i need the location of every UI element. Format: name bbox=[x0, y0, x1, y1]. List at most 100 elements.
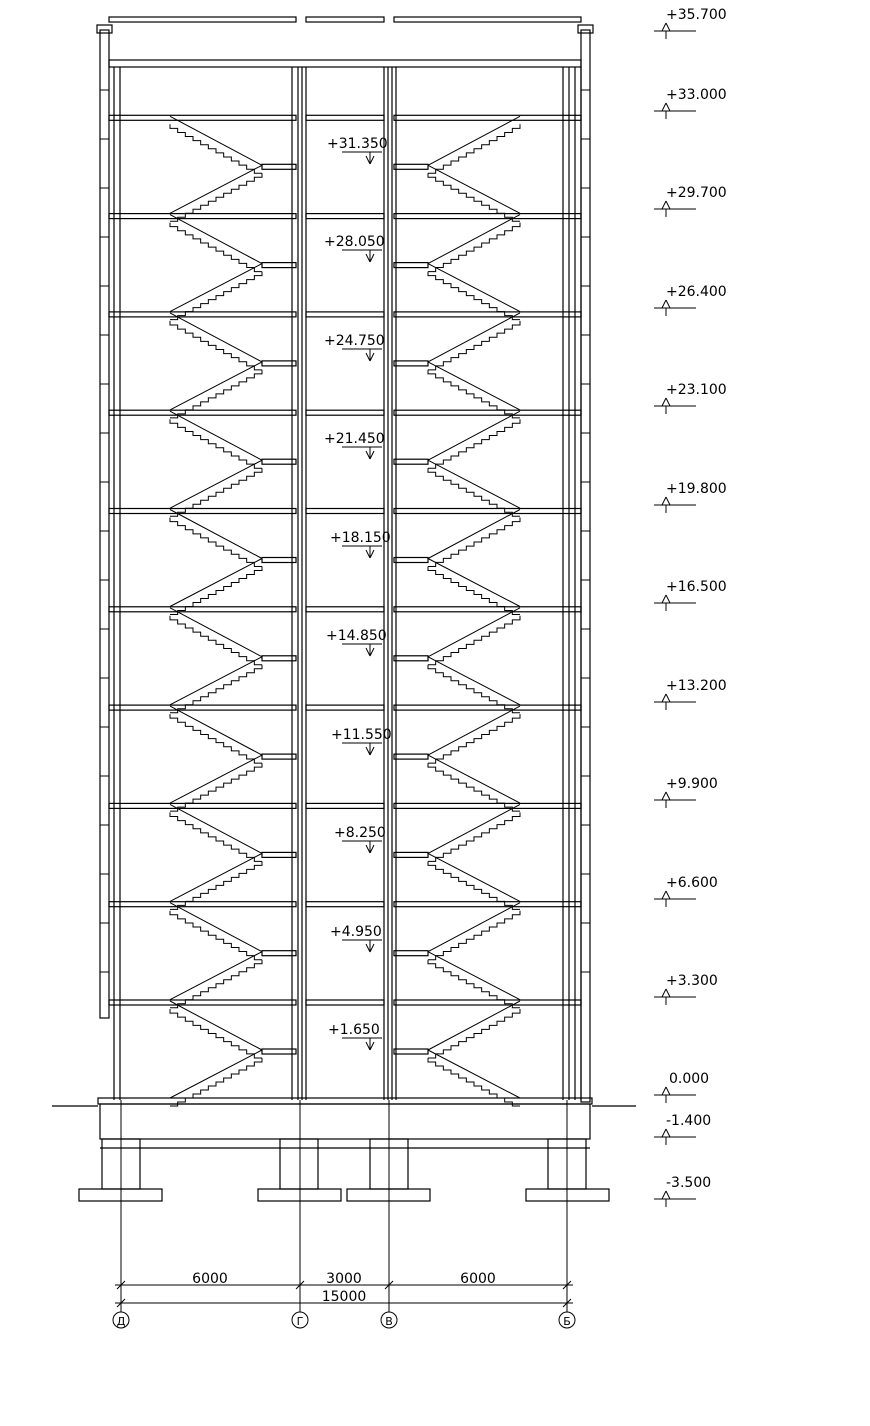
stair-steps bbox=[169, 615, 262, 666]
dimension-tick bbox=[562, 1280, 572, 1290]
level-mark: +6.600 bbox=[666, 875, 718, 891]
level-mark-symbol bbox=[654, 200, 696, 217]
mark-tick bbox=[665, 890, 671, 900]
mark-tick bbox=[665, 102, 671, 112]
landing bbox=[261, 163, 297, 170]
stair-steps bbox=[427, 861, 520, 910]
mark-tick bbox=[369, 746, 375, 756]
shaft-mark-symbol bbox=[342, 1037, 382, 1051]
mark-tick bbox=[665, 1086, 671, 1096]
level-mark-symbol bbox=[654, 988, 696, 1005]
stair-flight bbox=[427, 754, 521, 812]
shaft-level-mark: +31.350 bbox=[327, 136, 388, 152]
stair-steps bbox=[170, 959, 263, 1009]
stair-stringer bbox=[169, 852, 263, 902]
shaft-slab bbox=[305, 311, 385, 318]
stair-stringer bbox=[169, 656, 263, 706]
floor-slab bbox=[393, 114, 582, 121]
stair-flight bbox=[427, 164, 521, 222]
mark-tick bbox=[665, 594, 671, 604]
mark-tick bbox=[661, 594, 667, 604]
shaft-level-label: +4.950 bbox=[330, 924, 382, 940]
stair-stringer bbox=[169, 902, 263, 953]
mark-tick bbox=[665, 22, 671, 32]
stair-steps bbox=[169, 124, 262, 174]
mark-tick bbox=[369, 450, 375, 460]
dimension-span-2: 3000 bbox=[326, 1271, 362, 1287]
landing bbox=[261, 753, 297, 760]
mark-tick bbox=[365, 647, 371, 657]
stair-stringer bbox=[169, 115, 263, 166]
stair-stringer bbox=[169, 214, 263, 265]
level-mark-label: +33.000 bbox=[666, 87, 727, 103]
shaft-level-mark: +18.150 bbox=[330, 530, 391, 546]
stair-steps bbox=[427, 468, 520, 517]
mark-tick bbox=[365, 155, 371, 165]
shaft-slab bbox=[305, 409, 385, 416]
level-mark-label: +26.400 bbox=[666, 284, 727, 300]
floor-slab bbox=[393, 999, 582, 1006]
shaft-level-label: +1.650 bbox=[328, 1022, 380, 1038]
stair-stringer bbox=[427, 410, 521, 461]
stair-steps bbox=[169, 812, 262, 862]
mark-tick bbox=[661, 1190, 667, 1200]
shaft-slab bbox=[305, 606, 385, 613]
mark-tick bbox=[665, 200, 671, 210]
level-mark-symbol bbox=[654, 791, 696, 808]
stair-stringer bbox=[427, 705, 521, 756]
level-mark: +13.200 bbox=[666, 678, 727, 694]
parapet-cap-left bbox=[96, 24, 113, 34]
stair-steps bbox=[428, 812, 521, 862]
stair-flight bbox=[427, 852, 521, 910]
shaft-level-label: +28.050 bbox=[324, 234, 385, 250]
stair-stringer bbox=[427, 164, 521, 214]
stair-stringer bbox=[169, 607, 263, 658]
level-mark-symbol bbox=[654, 1128, 696, 1145]
stair-steps bbox=[427, 566, 520, 615]
mark-tick bbox=[369, 253, 375, 263]
level-mark: +16.500 bbox=[666, 579, 727, 595]
mark-tick bbox=[369, 844, 375, 854]
level-mark-symbol bbox=[654, 397, 696, 414]
level-mark: +9.900 bbox=[666, 776, 718, 792]
stair-stringer bbox=[427, 558, 521, 607]
stair-stringer bbox=[427, 312, 521, 363]
stair-steps bbox=[169, 222, 262, 273]
shaft-mark-symbols bbox=[342, 151, 382, 1051]
stair-steps bbox=[428, 517, 521, 567]
stair-flight bbox=[169, 164, 263, 222]
stair-flight bbox=[169, 410, 263, 469]
shaft-mark-symbol bbox=[342, 446, 382, 460]
stair-stringer bbox=[427, 607, 521, 658]
level-mark: +33.000 bbox=[666, 87, 727, 103]
stair-stringer bbox=[427, 214, 521, 265]
stair-flight bbox=[427, 951, 521, 1009]
level-mark-symbol bbox=[654, 299, 696, 316]
mark-tick bbox=[365, 549, 371, 559]
stair-steps bbox=[169, 320, 262, 371]
stair-flight bbox=[427, 803, 521, 862]
stair-stringer bbox=[427, 1049, 521, 1099]
stair-steps bbox=[169, 1009, 262, 1059]
floor-slab bbox=[393, 311, 582, 318]
axis-marker: Г bbox=[291, 1311, 309, 1329]
level-mark-symbol bbox=[654, 102, 696, 119]
landing bbox=[393, 1048, 429, 1055]
stair-flights bbox=[169, 115, 521, 1107]
dimension-tick bbox=[295, 1280, 305, 1290]
stair-flight bbox=[427, 410, 521, 469]
parapet-wall-right bbox=[580, 29, 591, 1103]
stair-flight bbox=[427, 459, 521, 517]
stair-flight bbox=[427, 656, 521, 714]
landing bbox=[393, 556, 429, 564]
stair-flight bbox=[427, 115, 521, 174]
stair-flight bbox=[169, 852, 263, 910]
ground-slab bbox=[97, 1097, 593, 1105]
shaft-level-mark: +8.250 bbox=[334, 825, 386, 841]
shaft-level-mark: +28.050 bbox=[324, 234, 385, 250]
floor-slab bbox=[393, 606, 582, 613]
mark-tick bbox=[365, 844, 371, 854]
level-mark: -3.500 bbox=[666, 1175, 711, 1191]
stair-flight bbox=[427, 558, 521, 615]
mark-tick bbox=[665, 1128, 671, 1138]
